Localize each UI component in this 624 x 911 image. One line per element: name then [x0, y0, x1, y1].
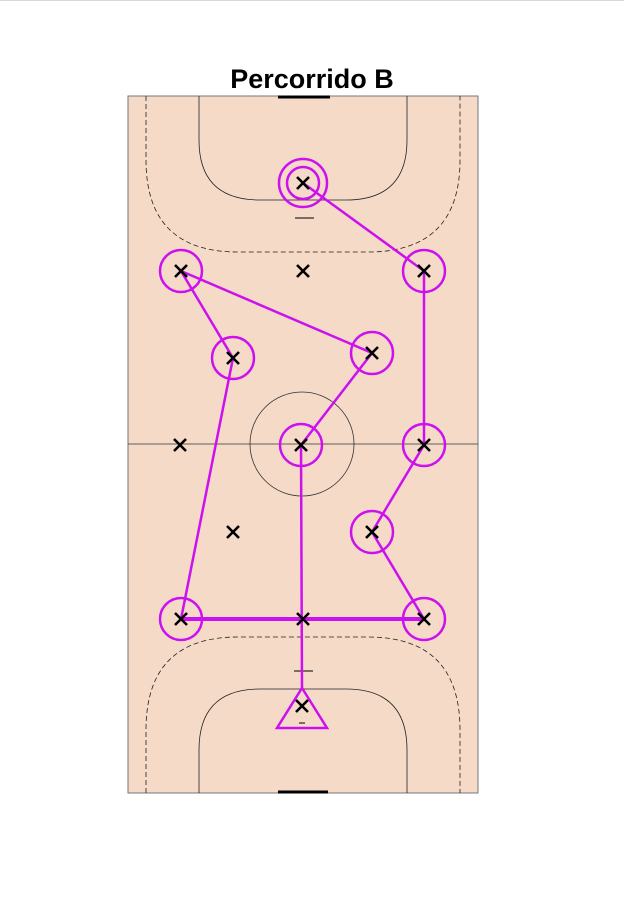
x-icon	[173, 438, 187, 452]
player-marker-circle	[158, 248, 204, 294]
station-circle	[401, 596, 447, 642]
station-circle	[158, 248, 204, 294]
bottom-free-throw-line	[145, 636, 461, 793]
station-circle	[401, 422, 447, 468]
player-marker-plain	[226, 525, 240, 539]
station-circle	[158, 596, 204, 642]
route-segment	[180, 269, 373, 355]
player-marker-circle	[349, 509, 395, 555]
player-marker-triangle	[274, 685, 330, 730]
top-free-throw-line	[145, 96, 461, 253]
page-border	[0, 0, 624, 1]
route-segment	[300, 352, 373, 446]
x-icon	[226, 525, 240, 539]
player-marker-circle	[401, 596, 447, 642]
player-marker-plain	[173, 438, 187, 452]
station-circle	[349, 509, 395, 555]
diagram-title: Percorrido B	[230, 64, 394, 94]
x-icon	[365, 525, 379, 539]
start-inner-circle	[285, 165, 321, 201]
x-icon	[296, 264, 310, 278]
station-circle	[349, 330, 395, 376]
route-segment	[370, 444, 426, 533]
player-marker-circle	[401, 248, 447, 294]
player-marker-circle	[401, 422, 447, 468]
player-marker-circle	[210, 335, 256, 381]
player-marker-circle	[158, 596, 204, 642]
x-icon	[294, 438, 308, 452]
start-outer-circle	[277, 157, 329, 209]
x-icon	[296, 176, 310, 190]
player-marker-circle	[349, 330, 395, 376]
player-marker-plain	[296, 264, 310, 278]
route-segment	[179, 357, 235, 620]
station-circle	[278, 422, 324, 468]
x-icon	[295, 699, 309, 713]
x-icon	[174, 612, 188, 626]
x-icon	[417, 438, 431, 452]
x-icon	[226, 351, 240, 365]
player-marker-circle	[278, 422, 324, 468]
station-circle	[210, 335, 256, 381]
route-segment	[370, 531, 426, 620]
route-segment	[299, 444, 304, 689]
x-icon	[417, 264, 431, 278]
x-icon	[365, 346, 379, 360]
player-marker-double	[277, 157, 329, 209]
route-segment	[179, 270, 235, 359]
x-icon	[296, 612, 310, 626]
x-icon	[417, 612, 431, 626]
x-icon	[174, 264, 188, 278]
station-circle	[401, 248, 447, 294]
player-marker-plain	[296, 612, 310, 626]
goalkeeper-triangle	[274, 685, 330, 730]
